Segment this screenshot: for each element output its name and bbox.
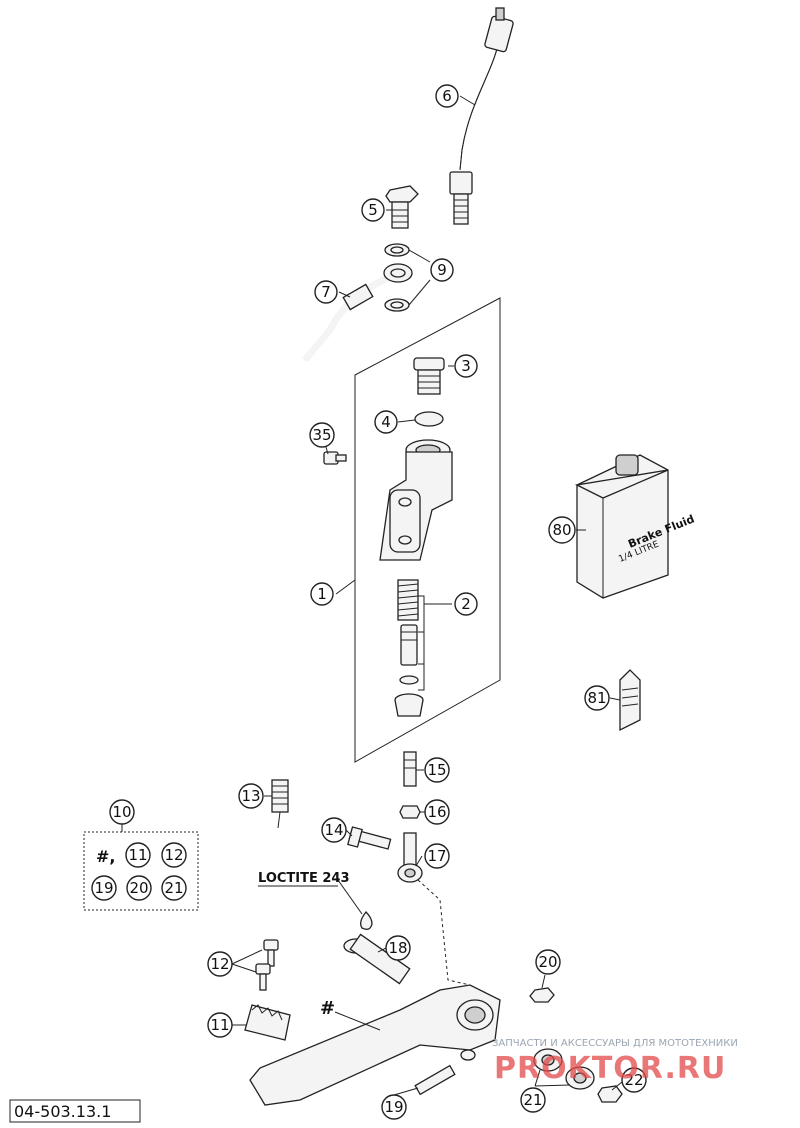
callout-6: 6: [435, 84, 459, 108]
callout-81: 81: [584, 685, 610, 711]
svg-text:19: 19: [384, 1098, 403, 1116]
leader-lines: [121, 95, 623, 1096]
o-ring-part: [414, 411, 444, 427]
svg-text:21: 21: [523, 1091, 542, 1109]
kit-callout-20: 20: [126, 875, 152, 901]
callout-35: 35: [309, 422, 335, 448]
screws-part: [255, 939, 279, 991]
svg-text:4: 4: [381, 413, 391, 431]
svg-text:12: 12: [164, 846, 183, 864]
callout-10: 10: [109, 799, 135, 825]
kit-callout-12: 12: [161, 842, 187, 868]
kit-box-hash-label: #,: [96, 847, 115, 866]
svg-text:10: 10: [112, 803, 131, 821]
svg-text:1: 1: [317, 585, 327, 603]
svg-text:21: 21: [164, 879, 183, 897]
callout-14: 14: [321, 817, 347, 843]
svg-text:20: 20: [129, 879, 148, 897]
callout-9: 9: [430, 258, 454, 282]
callout-20: 20: [535, 949, 561, 975]
callout-5: 5: [361, 198, 385, 222]
svg-text:18: 18: [388, 939, 407, 957]
svg-text:14: 14: [324, 821, 343, 839]
brake-fluid-can-part: Brake Fluid 1/4 LITRE: [574, 454, 696, 599]
callout-18: 18: [385, 935, 411, 961]
svg-text:15: 15: [427, 761, 446, 779]
return-spring-part: [271, 779, 289, 829]
pedal-hardware-parts: [414, 987, 623, 1103]
push-rod-parts: [397, 751, 423, 883]
svg-text:11: 11: [210, 1016, 229, 1034]
svg-text:80: 80: [552, 521, 571, 539]
svg-text:5: 5: [368, 201, 378, 219]
svg-text:16: 16: [427, 803, 446, 821]
svg-text:81: 81: [587, 689, 606, 707]
svg-text:22: 22: [624, 1071, 643, 1089]
svg-text:7: 7: [321, 283, 331, 301]
svg-text:20: 20: [538, 953, 557, 971]
callouts: 6 5 9 7 3 4 35 80 1 2 81 15 13 16 10 14 …: [91, 84, 647, 1120]
svg-text:19: 19: [94, 879, 113, 897]
brake-hose-part: [302, 263, 413, 363]
master-cylinder-assembly-frame: [354, 297, 501, 763]
svg-text:11: 11: [128, 846, 147, 864]
svg-text:3: 3: [461, 357, 471, 375]
callout-1: 1: [310, 582, 334, 606]
callout-11: 11: [207, 1012, 233, 1038]
callout-7: 7: [314, 280, 338, 304]
banjo-bolt-part: [385, 185, 419, 229]
callout-2: 2: [454, 592, 478, 616]
pedal-hash-marker: #: [320, 998, 335, 1019]
grease-tube-part: [619, 669, 641, 732]
pivot-bolt-part: [347, 826, 392, 850]
svg-text:6: 6: [442, 87, 452, 105]
callout-13: 13: [238, 783, 264, 809]
svg-text:2: 2: [461, 595, 471, 613]
callout-16: 16: [424, 799, 450, 825]
svg-text:35: 35: [312, 426, 331, 444]
callout-12: 12: [207, 951, 233, 977]
svg-text:12: 12: [210, 955, 229, 973]
kit-callout-11: 11: [125, 842, 151, 868]
watermark-tagline: ЗАПЧАСТИ И АКСЕССУАРЫ ДЛЯ МОТОТЕХНИКИ: [492, 1038, 738, 1049]
loctite-drop-icon: [360, 911, 373, 930]
svg-text:17: 17: [427, 847, 446, 865]
callout-3: 3: [454, 354, 478, 378]
reference-code: 04-503.13.1: [14, 1102, 111, 1121]
svg-text:13: 13: [241, 787, 260, 805]
kit-callout-19: 19: [91, 875, 117, 901]
loctite-label: LOCTITE 243: [258, 871, 350, 886]
callout-15: 15: [424, 757, 450, 783]
watermark-brand: PROKTOR.RU: [494, 1051, 726, 1086]
brake-pedal-part: [249, 984, 501, 1106]
bleed-screw-part: [323, 451, 347, 465]
pedal-tip-part: [244, 1004, 291, 1041]
callout-17: 17: [424, 843, 450, 869]
callout-4: 4: [374, 410, 398, 434]
sealing-washers-part: [384, 243, 410, 312]
brake-light-switch-part: [449, 7, 514, 225]
pedal-pivot-bolt-part: [343, 933, 411, 985]
callout-19: 19: [381, 1094, 407, 1120]
callout-21: 21: [520, 1087, 546, 1113]
master-cylinder-body-part: [379, 439, 453, 561]
kit-callout-21: 21: [161, 875, 187, 901]
callout-80: 80: [548, 516, 576, 544]
callout-22: 22: [621, 1067, 647, 1093]
reservoir-fitting-part: [413, 357, 445, 395]
piston-kit-part: [394, 579, 424, 717]
svg-text:9: 9: [437, 261, 447, 279]
